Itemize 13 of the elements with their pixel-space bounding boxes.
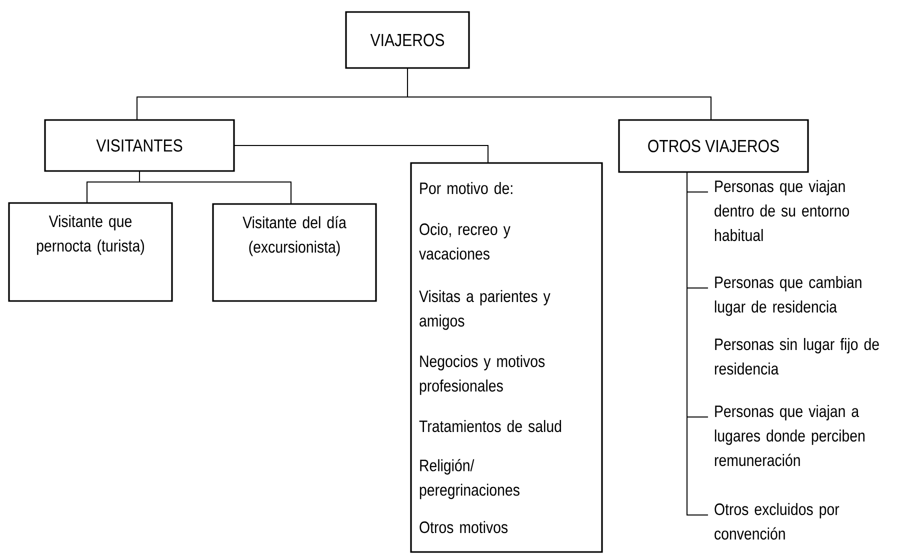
category-box: Visitante del día (excursionista): [212, 203, 377, 302]
list-item: Personas que cambian lugar de residencia: [714, 276, 862, 316]
category-box: Visitante que pernocta (turista): [8, 202, 173, 302]
list-item: Personas sin lugar fijo de residencia: [714, 338, 879, 375]
category-box: OTROS VIAJEROS: [618, 119, 809, 173]
connector-line: [139, 170, 292, 204]
list-box: Por motivo de: Ocio, recreo y vacaciones Visitas a parientes y amigos Negocios y motivos profesionales Tratamientos de salud Religión/ peregrinaciones Otros motivos: [410, 162, 603, 553]
category-box: VIAJEROS: [345, 11, 470, 69]
list-item: Personas que viajan a lugares donde perciben remuneración: [714, 405, 864, 466]
list-item: Otros excluidos por convención: [714, 503, 840, 540]
category-box: VISITANTES: [44, 119, 235, 172]
list-item: Personas que viajan dentro de su entorno habitual: [714, 180, 849, 242]
connector-line: [234, 145, 488, 164]
